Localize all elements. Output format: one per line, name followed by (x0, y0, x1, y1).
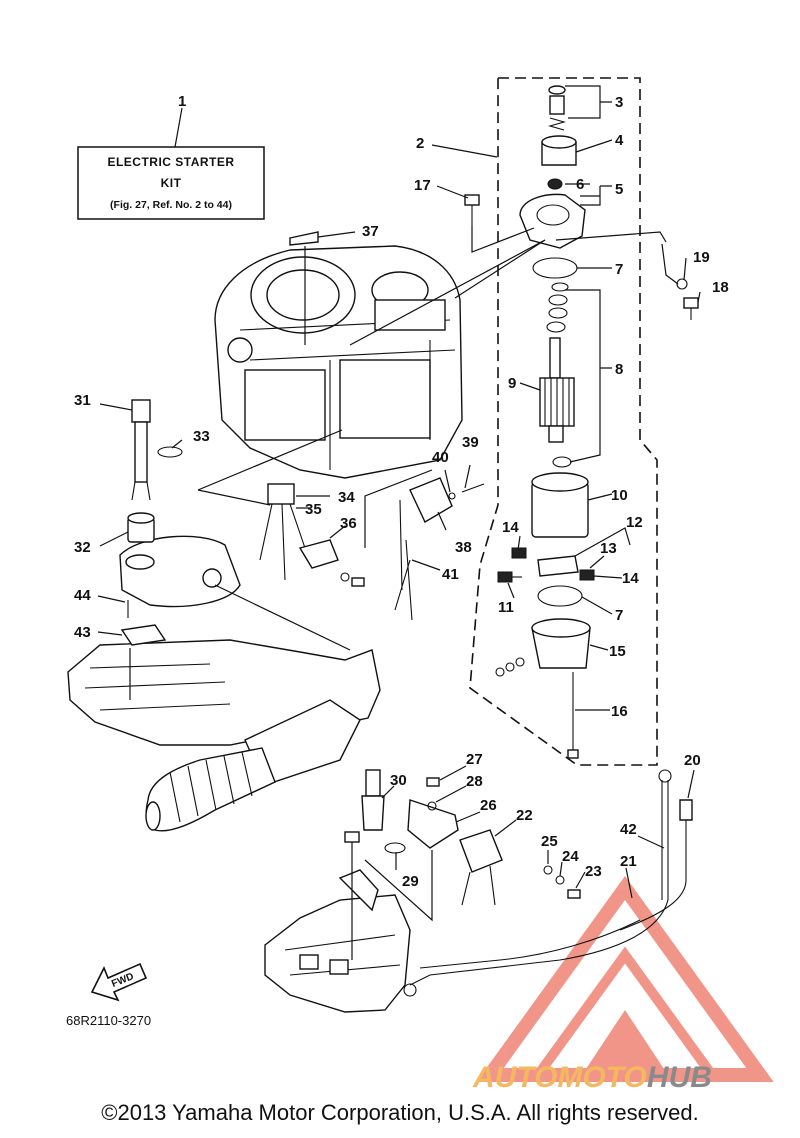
callout-8: 8 (615, 361, 623, 378)
callout-22: 22 (516, 807, 533, 824)
kit-label-line1: ELECTRIC STARTER (107, 155, 234, 169)
callout-34: 34 (338, 489, 355, 506)
drawing-code: 68R2110-3270 (66, 1013, 151, 1028)
callout-37: 37 (362, 223, 379, 240)
callout-41: 41 (442, 566, 459, 583)
callout-13: 13 (600, 540, 617, 557)
callout-27: 27 (466, 751, 483, 768)
callout-31: 31 (74, 392, 91, 409)
callout-2: 2 (416, 135, 424, 152)
callout-23: 23 (585, 863, 602, 880)
starter-assembly-boundary (469, 77, 658, 766)
callout-10: 10 (611, 487, 628, 504)
callout-3: 3 (615, 94, 623, 111)
callout-39: 39 (462, 434, 479, 451)
forward-direction-arrow: FWD (90, 962, 148, 1002)
callout-29: 29 (402, 873, 419, 890)
callout-30: 30 (390, 772, 407, 789)
callout-7b: 7 (615, 607, 623, 624)
watermark-text: AUTOMOTOHUB (472, 1061, 712, 1094)
callout-32: 32 (74, 539, 91, 556)
callout-15: 15 (609, 643, 626, 660)
callout-4: 4 (615, 132, 624, 149)
callout-25: 25 (541, 833, 558, 850)
leader-lines (97, 85, 701, 960)
callout-26: 26 (480, 797, 497, 814)
callout-19: 19 (693, 249, 710, 266)
callout-9: 9 (508, 375, 516, 392)
callout-numbers: 1 2 3 4 5 6 7 7 8 9 10 11 12 13 14 14 15… (74, 93, 729, 890)
callout-6: 6 (576, 176, 584, 193)
lower-cowling-and-tiller (67, 535, 381, 832)
callout-44: 44 (74, 587, 91, 604)
callout-35: 35 (305, 501, 322, 518)
callout-17: 17 (414, 177, 431, 194)
engine-power-head (214, 245, 463, 479)
watermark-text-part2: HUB (647, 1061, 712, 1094)
callout-36: 36 (340, 515, 357, 532)
callout-20: 20 (684, 752, 701, 769)
callout-11: 11 (498, 599, 514, 616)
kit-label-line3: (Fig. 27, Ref. No. 2 to 44) (110, 199, 232, 211)
callout-28: 28 (466, 773, 483, 790)
watermark-triangle-logo (476, 876, 774, 1082)
callout-5: 5 (615, 181, 623, 198)
copyright-footer: ©2013 Yamaha Motor Corporation, U.S.A. A… (101, 1100, 699, 1125)
starter-motor-parts (495, 85, 595, 759)
lower-mount-bracket (264, 894, 411, 1013)
callout-40: 40 (432, 449, 449, 466)
callout-21: 21 (620, 853, 637, 870)
watermark-text-part1: AUTOMOTO (472, 1061, 647, 1094)
callout-18: 18 (712, 279, 729, 296)
callout-1: 1 (178, 93, 186, 110)
callout-14a: 14 (502, 519, 519, 536)
callout-38: 38 (455, 539, 472, 556)
callout-16: 16 (611, 703, 628, 720)
hardware-parts (120, 194, 699, 997)
callout-12: 12 (626, 514, 643, 531)
callout-33: 33 (193, 428, 210, 445)
callout-7a: 7 (615, 261, 623, 278)
callout-24: 24 (562, 848, 579, 865)
callout-14b: 14 (622, 570, 639, 587)
callout-42: 42 (620, 821, 637, 838)
kit-label-line2: KIT (161, 176, 182, 190)
callout-43: 43 (74, 624, 91, 641)
kit-label-box: ELECTRIC STARTER KIT (Fig. 27, Ref. No. … (77, 146, 265, 220)
